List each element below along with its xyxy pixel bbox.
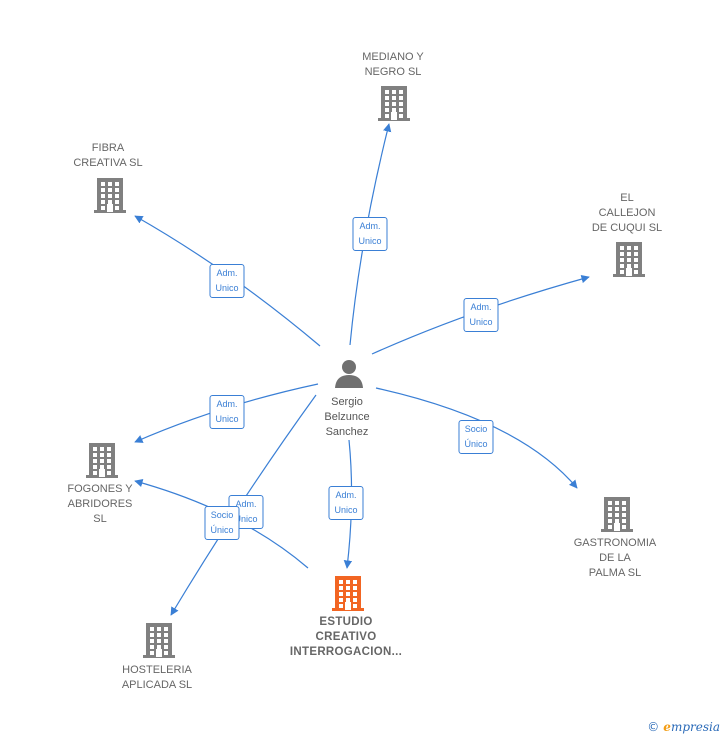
person-icon[interactable]	[335, 360, 363, 388]
edge-label-fogones: Adm.Unico	[228, 495, 264, 529]
building-icon-fibra[interactable]	[94, 178, 126, 213]
empresia-footer[interactable]: ©empresia	[647, 720, 720, 734]
copyright-symbol: ©	[647, 720, 660, 734]
building-icon-fogones[interactable]	[86, 443, 118, 478]
edge-label-fibra: Adm.Unico	[209, 264, 245, 298]
building-icon-callejon[interactable]	[613, 242, 645, 277]
edge-label-fogones: Adm.Unico	[209, 395, 245, 429]
edge-label-estudio: Adm.Unico	[328, 486, 364, 520]
brand-name: mpresia	[670, 720, 720, 734]
brand-initial: e	[663, 720, 671, 734]
edge-label-mediano: Adm.Unico	[352, 217, 388, 251]
building-icon-mediano[interactable]	[378, 86, 410, 121]
building-icon-hosteleria[interactable]	[143, 623, 175, 658]
building-icon-estudio[interactable]	[332, 576, 364, 611]
building-icon-gastronomia[interactable]	[601, 497, 633, 532]
edge-label-callejon: Adm.Unico	[463, 298, 499, 332]
edge-gastronomia	[375, 387, 578, 489]
